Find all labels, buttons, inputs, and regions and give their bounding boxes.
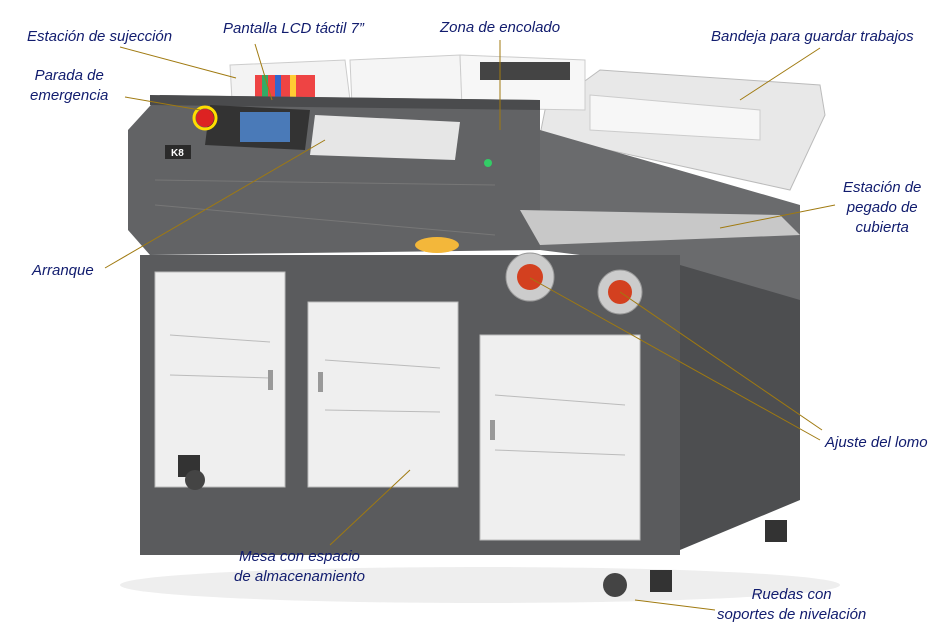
cover-station (520, 210, 800, 245)
label-storage-tray: Bandeja para guardar trabajos (711, 28, 914, 45)
cabinet-door (307, 301, 459, 488)
cabinet-door (154, 271, 286, 488)
label-clamp-station: Estación de sujección (27, 28, 173, 45)
label-cover-station: Estación de pegado de cubierta (843, 178, 921, 238)
label-storage-table: Mesa con espacio de almacenamiento (234, 547, 365, 587)
machine-badge: K8 (171, 148, 184, 159)
cabinet-door (479, 334, 641, 541)
spine-knob (517, 264, 543, 290)
label-wheels: Ruedas con soportes de nivelación (717, 585, 866, 625)
wheel (603, 573, 627, 597)
label-line: Mesa con espacio (239, 548, 360, 565)
logo (415, 237, 459, 253)
label-line: emergencia (30, 87, 109, 104)
indicator-light (484, 159, 492, 167)
emergency-stop-button (196, 109, 214, 127)
label-spine-adjust: Ajuste del lomo (825, 434, 928, 451)
label-glue-zone: Zona de encolado (440, 19, 561, 36)
label-line: de almacenamiento (234, 568, 365, 585)
label-line: pegado de (846, 199, 918, 216)
label-line: Estación de (843, 179, 922, 196)
label-line: Ruedas con (751, 586, 832, 603)
control-panel (310, 115, 460, 160)
wheel (185, 470, 205, 490)
label-line: soportes de nivelación (717, 606, 867, 623)
label-start: Arranque (32, 262, 94, 279)
label-lcd-touchscreen: Pantalla LCD táctil 7” (223, 20, 364, 37)
label-emergency-stop: Parada de emergencia (30, 66, 108, 106)
leader-lines (104, 40, 836, 611)
label-line: cubierta (855, 219, 909, 236)
label-line: Parada de (34, 67, 104, 84)
